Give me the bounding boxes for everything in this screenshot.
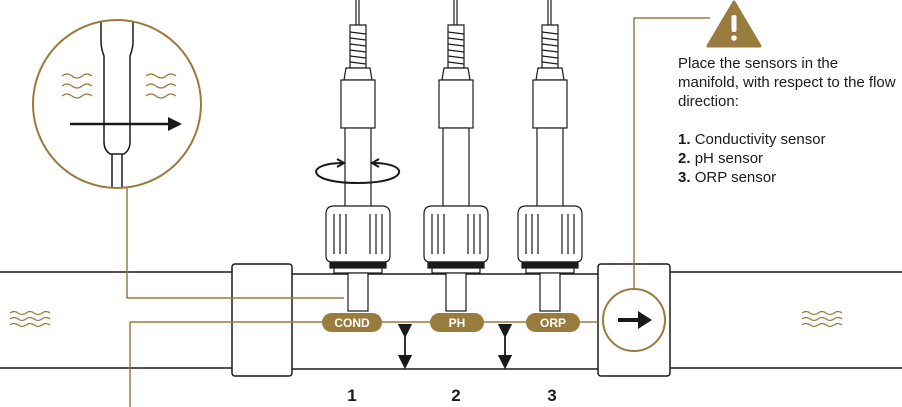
sensor-tag-label: ORP xyxy=(540,316,566,330)
flow-arrow-icon xyxy=(70,117,182,131)
position-number: 2 xyxy=(451,386,460,405)
orp-sensor xyxy=(517,0,583,312)
sensor-order-list: 1. Conductivity sensor 2. pH sensor 3. O… xyxy=(678,130,902,187)
list-number: 2. xyxy=(678,150,691,167)
warning-triangle-icon xyxy=(706,0,762,48)
position-number: 1 xyxy=(347,386,356,405)
list-item: 3. ORP sensor xyxy=(678,168,902,187)
warning-note: Place the sensors in the manifold, with … xyxy=(678,54,902,187)
pipe xyxy=(0,271,902,370)
warning-text: Place the sensors in the manifold, with … xyxy=(678,55,896,110)
list-label: ORP sensor xyxy=(694,169,777,186)
rotate-icon xyxy=(315,158,401,185)
sensor-tag-label: COND xyxy=(334,316,370,330)
list-item: 2. pH sensor xyxy=(678,149,902,168)
zoom-detail xyxy=(32,19,202,189)
flow-direction-arrow-icon xyxy=(618,311,652,329)
water-waves-icon xyxy=(9,310,51,328)
list-number: 1. xyxy=(678,131,691,148)
ph-sensor xyxy=(423,0,489,312)
zoom-callout-line xyxy=(126,188,344,299)
sensor-tag-cond: COND xyxy=(322,313,382,332)
list-item: 1. Conductivity sensor xyxy=(678,130,902,149)
cond-sensor xyxy=(325,0,391,312)
list-number: 3. xyxy=(678,169,691,186)
position-number: 3 xyxy=(547,386,556,405)
list-label: pH sensor xyxy=(694,150,764,167)
sensor-tag-ph: PH xyxy=(430,313,484,332)
left-coupling xyxy=(231,263,293,377)
sensor-probe-detail xyxy=(100,20,134,155)
water-waves-icon xyxy=(801,310,843,328)
sensor-tag-label: PH xyxy=(449,316,466,330)
sensor-tag-orp: ORP xyxy=(526,313,580,332)
water-waves-icon xyxy=(61,73,177,99)
list-label: Conductivity sensor xyxy=(694,131,826,148)
flow-callout-line xyxy=(633,17,710,289)
